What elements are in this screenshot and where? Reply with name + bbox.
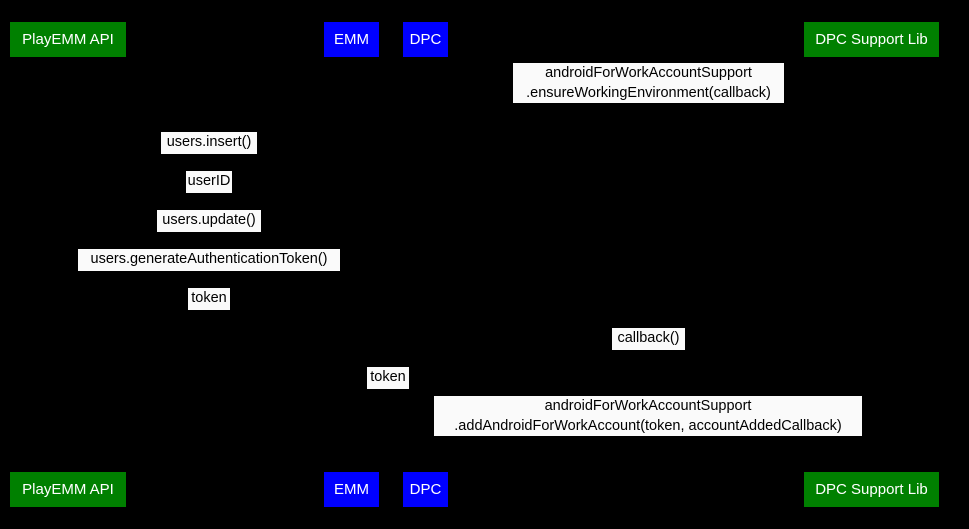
- message-label-userid: userID: [186, 171, 232, 193]
- participant-dpc-support-lib[interactable]: DPC Support Lib: [804, 22, 939, 57]
- participant-playemm-api[interactable]: PlayEMM API: [10, 472, 126, 507]
- message-label-token: token: [367, 367, 409, 389]
- message-label-callback: callback(): [612, 328, 685, 350]
- participant-dpc-support-lib[interactable]: DPC Support Lib: [804, 472, 939, 507]
- lifeline-dpc-support-lib: [872, 57, 873, 472]
- participant-dpc[interactable]: DPC: [403, 472, 448, 507]
- participant-emm[interactable]: EMM: [324, 472, 379, 507]
- lifeline-dpc: [426, 57, 427, 472]
- message-label-users-update: users.update(): [157, 210, 261, 232]
- participant-playemm-api[interactable]: PlayEMM API: [10, 22, 126, 57]
- message-label-users-insert: users.insert(): [161, 132, 257, 154]
- message-label-token: token: [188, 288, 230, 310]
- message-label-users-generateauthenticationtoken: users.generateAuthenticationToken(): [78, 249, 340, 271]
- participant-dpc[interactable]: DPC: [403, 22, 448, 57]
- message-label-androidforworkaccountsupport: androidForWorkAccountSupport .ensureWork…: [513, 63, 784, 103]
- lifeline-emm: [352, 57, 353, 472]
- participant-emm[interactable]: EMM: [324, 22, 379, 57]
- lifeline-playemm-api: [68, 57, 69, 472]
- message-label-androidforworkaccountsupport: androidForWorkAccountSupport .addAndroid…: [434, 396, 862, 436]
